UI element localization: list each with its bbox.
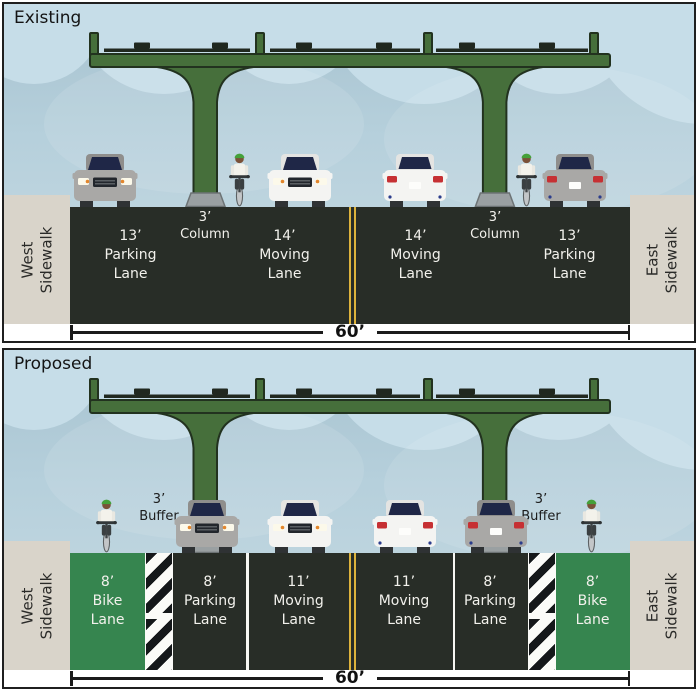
ground-strip	[4, 324, 694, 341]
white-lane-line	[246, 553, 249, 670]
ground-strip	[4, 670, 694, 687]
car-rear-gray	[542, 151, 608, 207]
total-width-value: 60’	[334, 668, 366, 688]
dimension-tick-left	[70, 671, 73, 686]
west-sidewalk-label: West Sidewalk	[18, 572, 56, 639]
west-sidewalk-label: West Sidewalk	[18, 226, 56, 293]
lane-label-parking-east: 8’ Parking Lane	[464, 574, 516, 628]
lane-label-column-west: 3’ Column	[180, 210, 230, 242]
double-yellow-center-line	[349, 207, 356, 324]
dimension-tick-right	[627, 671, 630, 686]
proposed-section-panel: Proposed West Sidewalk East Sidewalk 3’ …	[2, 348, 696, 689]
lane-label-parking-west: 8’ Parking Lane	[184, 574, 236, 628]
car-front-gray	[72, 151, 138, 207]
lane-label-bike-east: 8’ Bike Lane	[575, 574, 610, 628]
cyclist-east	[513, 147, 540, 207]
cyclist-bike-lane-west	[93, 493, 120, 553]
west-sidewalk: West Sidewalk	[4, 541, 70, 670]
lane-label-parking-east: 13’ Parking Lane	[543, 228, 596, 282]
lane-label-moving-west: 11’ Moving Lane	[273, 574, 324, 628]
dimension-line	[377, 331, 628, 334]
striped-buffer-east	[527, 553, 556, 670]
white-lane-line	[452, 553, 455, 670]
lane-label-buffer-east: 3’ Buffer	[521, 492, 561, 524]
panel-title: Existing	[14, 8, 82, 28]
lane-label-column-east: 3’ Column	[470, 210, 520, 242]
east-sidewalk: East Sidewalk	[630, 195, 694, 324]
buffer-stripes	[146, 553, 172, 613]
east-sidewalk: East Sidewalk	[630, 541, 694, 670]
cyclist-west	[226, 147, 253, 207]
total-width-dimension: 60’	[70, 670, 630, 687]
lane-label-moving-east: 11’ Moving Lane	[378, 574, 430, 628]
cyclist-bike-lane-east	[578, 493, 605, 553]
car-rear-white	[382, 151, 448, 207]
lane-label-bike-west: 8’ Bike Lane	[90, 574, 125, 628]
car-rear-white	[372, 497, 438, 553]
buffer-stripes	[146, 619, 172, 670]
dimension-line	[72, 677, 323, 680]
car-rear-gray	[463, 497, 529, 553]
lane-label-moving-west: 14’ Moving Lane	[259, 228, 310, 282]
dimension-line	[377, 677, 628, 680]
buffer-stripes	[528, 553, 555, 613]
lane-label-moving-east: 14’ Moving Lane	[390, 228, 441, 282]
bike-lane-west	[70, 553, 145, 670]
lane-label-buffer-west: 3’ Buffer	[139, 492, 179, 524]
panel-title: Proposed	[14, 354, 93, 374]
total-width-value: 60’	[334, 322, 366, 342]
dimension-line	[72, 331, 323, 334]
double-yellow-center-line	[349, 553, 356, 670]
total-width-dimension: 60’	[70, 324, 630, 341]
car-front-white	[267, 151, 333, 207]
car-front-gray	[174, 497, 240, 553]
east-sidewalk-label: East Sidewalk	[643, 572, 681, 639]
striped-buffer-west	[145, 553, 173, 670]
east-sidewalk-label: East Sidewalk	[643, 226, 681, 293]
car-front-white	[267, 497, 333, 553]
buffer-stripes	[528, 619, 555, 670]
dimension-tick-right	[627, 325, 630, 340]
west-sidewalk: West Sidewalk	[4, 195, 70, 324]
existing-section-panel: Existing West Sidewalk East Sidewalk 13’…	[2, 2, 696, 343]
lane-label-parking-west: 13’ Parking Lane	[104, 228, 157, 282]
bike-lane-east	[555, 553, 630, 670]
dimension-tick-left	[70, 325, 73, 340]
